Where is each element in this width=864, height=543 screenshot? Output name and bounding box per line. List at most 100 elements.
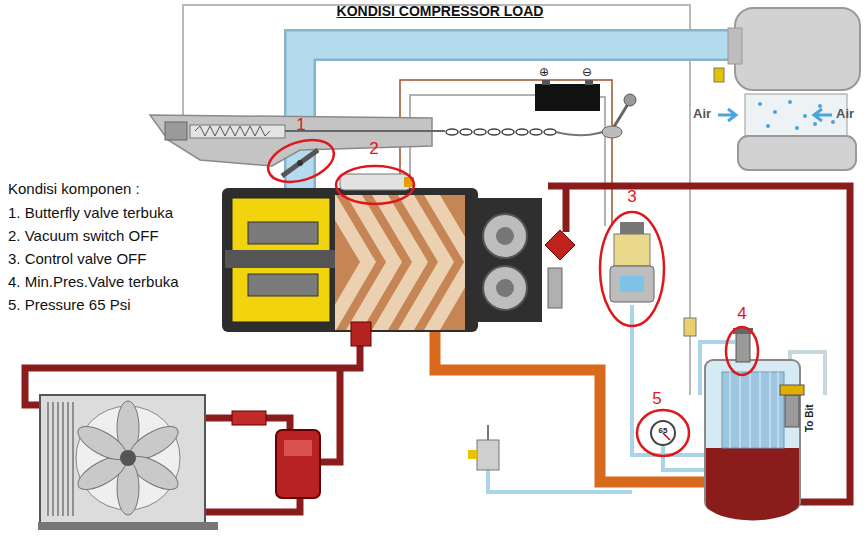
air-flow-dots bbox=[758, 100, 835, 130]
air-line bbox=[488, 470, 632, 492]
bearing-hub bbox=[496, 227, 514, 245]
valve-handle bbox=[780, 385, 804, 395]
sensor-stem bbox=[487, 425, 489, 440]
rotor-lobe bbox=[424, 195, 465, 330]
drive-shaft bbox=[225, 250, 335, 268]
air-dot bbox=[803, 114, 807, 118]
separator-element bbox=[722, 372, 784, 448]
condition-note: 1. Butterfly valve terbuka bbox=[8, 205, 173, 222]
air-dot bbox=[758, 102, 762, 106]
thermostat-element bbox=[284, 440, 312, 456]
lever-pivot bbox=[602, 126, 622, 138]
min-pressure-valve bbox=[736, 332, 750, 362]
air-line bbox=[663, 446, 705, 470]
vacuum-switch bbox=[340, 174, 410, 190]
bearing-case bbox=[470, 198, 542, 322]
oil-cooler bbox=[40, 395, 205, 523]
discharge-pipe bbox=[435, 330, 705, 482]
callout-number: 2 bbox=[369, 140, 378, 157]
pressure-gauge: 65 bbox=[649, 419, 677, 447]
cooler-fins bbox=[48, 402, 73, 516]
condition-note: 2. Vacuum switch OFF bbox=[8, 228, 159, 245]
oil-pipe bbox=[205, 498, 300, 512]
unloader-rod bbox=[285, 130, 445, 132]
oil-pipe bbox=[320, 368, 340, 462]
valve-cap bbox=[733, 328, 753, 334]
part-label: To Bit bbox=[804, 404, 815, 432]
oil-pipe bbox=[548, 186, 850, 502]
oil-filter bbox=[351, 322, 371, 346]
gauge-outline bbox=[649, 419, 677, 447]
chain-link bbox=[488, 129, 500, 135]
part-label: Air bbox=[693, 107, 711, 121]
condition-note: 5. Pressure 65 Psi bbox=[8, 297, 131, 314]
callout-ellipse: 1 bbox=[265, 140, 337, 182]
thermostat-valve bbox=[276, 430, 320, 498]
unloader-piston bbox=[165, 122, 187, 140]
air-dot bbox=[766, 124, 770, 128]
air-dot bbox=[813, 122, 817, 126]
chain-link bbox=[530, 129, 542, 135]
filter-element bbox=[745, 94, 847, 136]
bearing-hub bbox=[496, 279, 514, 297]
callout-ring bbox=[600, 212, 664, 326]
air-arrow bbox=[814, 109, 832, 121]
diagram-title: KONDISI COMPRESSOR LOAD bbox=[0, 3, 864, 19]
callout-ellipse: 2 bbox=[334, 164, 416, 206]
chain-link bbox=[544, 129, 556, 135]
oil-reservoir bbox=[706, 448, 799, 520]
butterfly-valve bbox=[282, 150, 318, 176]
air-arrow bbox=[718, 109, 736, 121]
throttle-chain bbox=[446, 129, 556, 135]
electric-wire bbox=[600, 97, 605, 226]
lever-knob bbox=[624, 94, 636, 106]
cooler-base bbox=[38, 522, 218, 530]
gauge-needle bbox=[663, 433, 670, 440]
air-dot bbox=[818, 104, 822, 108]
solenoid-coil bbox=[614, 234, 650, 266]
temperature-switch bbox=[477, 440, 499, 470]
air-dot bbox=[831, 120, 835, 124]
gauge-dial bbox=[651, 421, 675, 445]
callout-ring bbox=[726, 327, 758, 375]
chain-link bbox=[516, 129, 528, 135]
battery-terminal bbox=[585, 80, 593, 85]
intake-duct bbox=[300, 45, 730, 188]
driven-gear bbox=[248, 274, 318, 296]
callout-number: 4 bbox=[737, 305, 746, 322]
part-label: ⊖ bbox=[582, 66, 592, 79]
check-valve bbox=[684, 318, 696, 336]
fan-blades bbox=[73, 401, 183, 515]
bearing bbox=[483, 266, 527, 310]
valve-pivot bbox=[297, 160, 303, 166]
chain-link bbox=[474, 129, 486, 135]
callout-number: 1 bbox=[296, 116, 305, 133]
gauge-reading: 65 bbox=[659, 427, 668, 435]
callout-ellipse: 3 bbox=[598, 210, 666, 328]
drive-gear bbox=[248, 222, 318, 244]
part-label: Air bbox=[836, 107, 854, 121]
condition-note: 4. Min.Pres.Valve terbuka bbox=[8, 274, 179, 291]
filter-bottom-cap bbox=[738, 136, 856, 170]
fan-hub bbox=[120, 450, 136, 466]
switch-plug bbox=[468, 450, 477, 459]
air-dot bbox=[795, 126, 799, 130]
callout-outline bbox=[635, 408, 691, 458]
oil-pipe bbox=[563, 186, 570, 232]
callout-outline bbox=[334, 164, 416, 206]
rotor-lobes bbox=[335, 195, 465, 330]
filter-inlet bbox=[728, 28, 742, 64]
callout-outline bbox=[598, 210, 666, 328]
unloader-cylinder bbox=[190, 125, 285, 138]
rear-gear bbox=[548, 268, 562, 308]
control-valve-body bbox=[610, 266, 654, 302]
relief-valve bbox=[545, 230, 575, 260]
air-line bbox=[632, 305, 705, 455]
chain-link bbox=[502, 129, 514, 135]
callout-ellipse: 565 bbox=[635, 408, 691, 458]
air-dot bbox=[788, 100, 792, 104]
battery bbox=[535, 84, 600, 111]
